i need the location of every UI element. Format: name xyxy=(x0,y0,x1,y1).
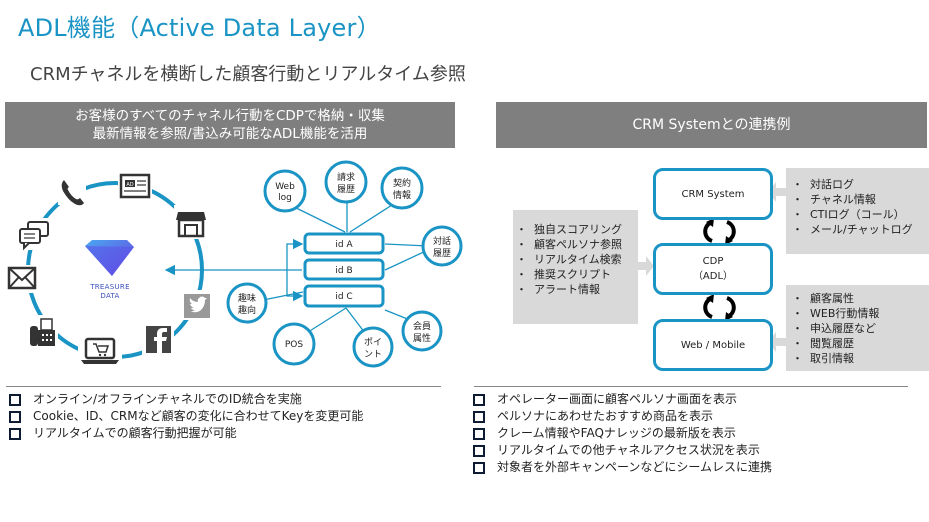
node-pos: POS xyxy=(272,322,316,366)
capability-item: 顧客ペルソナ参照 xyxy=(516,237,638,252)
web-mobile-label: Web / Mobile xyxy=(680,339,746,351)
node-weblog-line-2: log xyxy=(278,193,292,203)
checkbox-square-icon xyxy=(9,393,21,406)
fax-icon xyxy=(30,318,55,346)
crm-system-label: CRM System xyxy=(681,188,745,200)
chat-icon xyxy=(19,221,49,251)
node-member-line-1: 会員 xyxy=(413,320,431,332)
crm-data-item: 対話ログ xyxy=(792,177,929,192)
right-banner: CRM Systemとの連携例 xyxy=(496,102,927,148)
capability-item: 推奨スクリプト xyxy=(516,267,638,282)
treasure-data-logo: TREASURE DATA xyxy=(85,240,134,300)
checkbox-square-icon xyxy=(473,444,485,457)
left-benefit-list: オンライン/オフラインチャネルでのID統合を実施 Cookie、ID、CRMなど… xyxy=(7,391,363,442)
node-hobby-line-1: 趣味 xyxy=(238,292,256,304)
right-benefit-list: オペレーター画面に顧客ペルソナ画面を表示 ペルソナにあわせたおすすめ商品を表示 … xyxy=(471,391,772,476)
node-dialog-line-2: 履歴 xyxy=(433,248,451,259)
node-point-line-1: ポイ xyxy=(364,337,382,348)
checkbox-square-icon xyxy=(473,461,485,474)
page-subtitle: CRMチャネルを横断した顧客行動とリアルタイム参照 xyxy=(30,64,466,85)
node-point: ポイ ント xyxy=(352,326,394,368)
capability-item: リアルタイム検索 xyxy=(516,252,638,267)
crm-data-item: CTIログ（コール） xyxy=(792,207,929,222)
capability-item: 独自スコアリング xyxy=(516,222,638,237)
cdp-label: CDP xyxy=(702,256,724,267)
node-dialog: 対話 履歴 xyxy=(421,225,463,267)
benefit-item: オンライン/オフラインチャネルでのID統合を実施 xyxy=(7,391,363,408)
left-divider xyxy=(6,386,441,387)
benefit-item: ペルソナにあわせたおすすめ商品を表示 xyxy=(471,408,772,425)
id-c-box: id C xyxy=(303,284,385,308)
twitter-icon xyxy=(184,294,210,318)
node-point-line-2: ント xyxy=(364,350,382,360)
benefit-item: クレーム情報やFAQナレッジの最新版を表示 xyxy=(471,425,772,442)
node-member: 会員 属性 xyxy=(401,310,443,352)
web-data-item: 顧客属性 xyxy=(792,291,929,306)
node-weblog-line-1: Web xyxy=(275,182,295,192)
store-icon xyxy=(176,212,206,238)
ecommerce-laptop-icon xyxy=(81,337,119,364)
page-title: ADL機能（Active Data Layer） xyxy=(18,14,381,42)
crm-data-item: チャネル情報 xyxy=(792,192,929,207)
web-data-item: WEB行動情報 xyxy=(792,306,929,321)
id-a-label: id A xyxy=(335,240,353,250)
arrow-to-cdp xyxy=(638,256,654,276)
benefit-item: Cookie、ID、CRMなど顧客の変化に合わせてKeyを変更可能 xyxy=(7,408,363,425)
sync-icon-bottom xyxy=(703,294,736,321)
phone-icon xyxy=(61,180,84,206)
node-hobby: 趣味 趣向 xyxy=(226,282,268,324)
benefit-item: リアルタイムでの他チャネルアクセス状況を表示 xyxy=(471,442,772,459)
mail-icon xyxy=(7,266,37,290)
checkbox-square-icon xyxy=(9,410,21,423)
left-banner: お客様のすべてのチャネル行動をCDPで格納・収集 最新情報を参照/書込み可能なA… xyxy=(5,102,455,148)
node-hobby-line-2: 趣向 xyxy=(238,304,256,316)
web-data-item: 申込履歴など xyxy=(792,321,929,336)
node-dialog-line-1: 対話 xyxy=(433,235,451,247)
crm-data-item: メール/チャットログ xyxy=(792,222,929,237)
id-b-label: id B xyxy=(335,266,352,276)
adl-label: （ADL） xyxy=(692,271,734,282)
node-contract-line-2: 情報 xyxy=(393,189,411,201)
checkbox-square-icon xyxy=(473,410,485,423)
benefit-item: 対象者を外部キャンペーンなどにシームレスに連携 xyxy=(471,459,772,476)
node-pos-line-1: POS xyxy=(285,340,304,350)
logo-line-1: TREASURE xyxy=(89,283,130,291)
benefit-item: リアルタイムでの顧客行動把握が可能 xyxy=(7,425,363,442)
id-a-box: id A xyxy=(303,232,385,255)
web-mobile-box: Web / Mobile xyxy=(653,319,773,371)
id-b-box: id B xyxy=(303,258,385,281)
checkbox-square-icon xyxy=(473,393,485,406)
node-contract-line-1: 契約 xyxy=(393,177,411,189)
facebook-icon xyxy=(146,326,171,353)
crm-data-box: 対話ログ チャネル情報 CTIログ（コール） メール/チャットログ xyxy=(786,168,929,254)
node-contract: 契約 情報 xyxy=(380,166,424,210)
node-billing: 請求 履歴 xyxy=(324,160,368,204)
left-banner-line-2: 最新情報を参照/書込み可能なADL機能を活用 xyxy=(92,126,368,142)
crm-capabilities-box: 独自スコアリング 顧客ペルソナ参照 リアルタイム検索 推奨スクリプト アラート情… xyxy=(513,210,638,324)
node-weblog: Web log xyxy=(263,169,307,213)
checkbox-square-icon xyxy=(9,427,21,440)
node-billing-line-2: 履歴 xyxy=(337,184,355,195)
id-c-label: id C xyxy=(335,292,352,302)
right-banner-text: CRM Systemとの連携例 xyxy=(632,117,791,133)
benefit-item: オペレーター画面に顧客ペルソナ画面を表示 xyxy=(471,391,772,408)
ad-icon: AD xyxy=(119,173,151,199)
web-data-box: 顧客属性 WEB行動情報 申込履歴など 閲覧履歴 取引情報 xyxy=(786,285,929,371)
svg-text:AD: AD xyxy=(126,182,133,188)
right-divider xyxy=(474,386,908,387)
sync-icon-top xyxy=(703,218,736,245)
web-data-item: 閲覧履歴 xyxy=(792,336,929,351)
crm-system-box: CRM System xyxy=(653,168,773,220)
left-banner-line-1: お客様のすべてのチャネル行動をCDPで格納・収集 xyxy=(75,108,385,124)
node-member-line-2: 属性 xyxy=(413,332,431,344)
node-billing-line-1: 請求 xyxy=(337,171,355,183)
web-data-item: 取引情報 xyxy=(792,351,929,366)
id-integration-diagram: AD xyxy=(6,160,463,370)
capability-item: アラート情報 xyxy=(516,282,638,297)
cdp-adl-box: CDP （ADL） xyxy=(653,243,773,295)
checkbox-square-icon xyxy=(473,427,485,440)
logo-line-2: DATA xyxy=(100,292,119,300)
